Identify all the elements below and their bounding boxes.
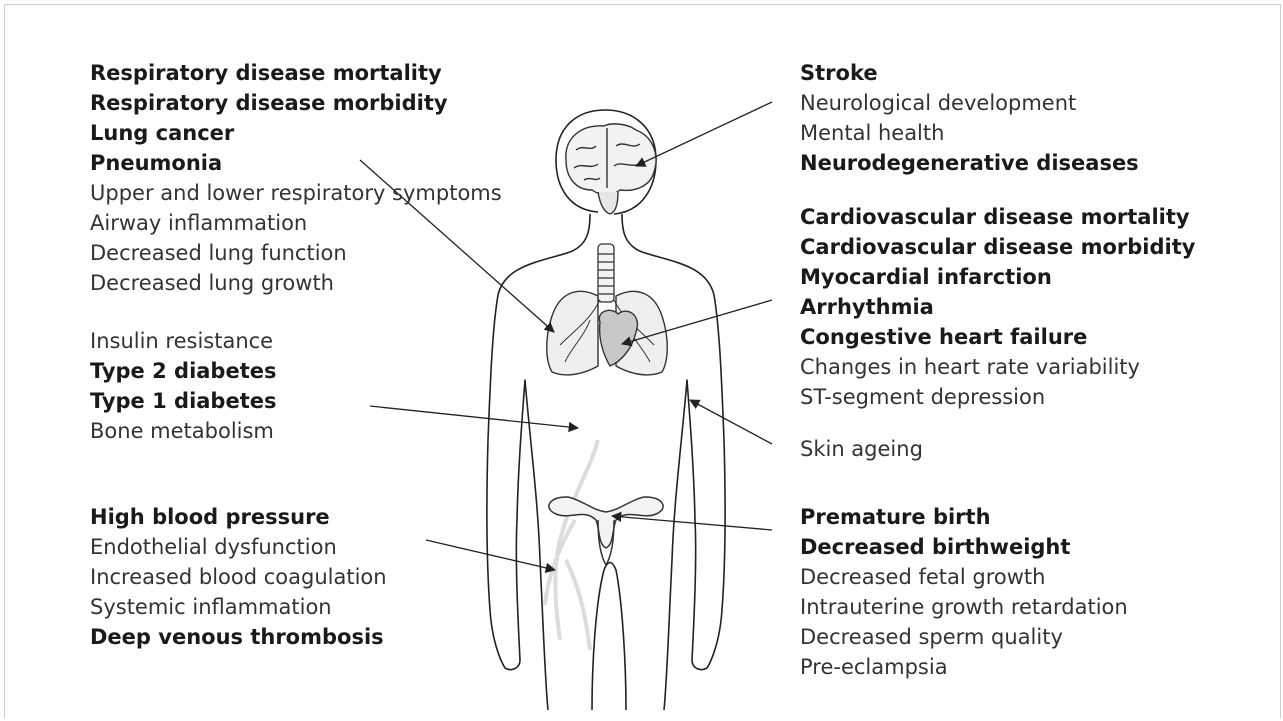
effect-label: Congestive heart failure bbox=[800, 322, 1195, 352]
effect-label: Decreased lung function bbox=[90, 238, 502, 268]
uterus-icon bbox=[549, 497, 663, 565]
effect-label: Decreased fetal growth bbox=[800, 562, 1128, 592]
arrow-vascular bbox=[426, 540, 555, 570]
effect-label: Lung cancer bbox=[90, 118, 502, 148]
effect-label: Neurological development bbox=[800, 88, 1139, 118]
skin-effects: Skin ageing bbox=[800, 434, 923, 464]
effect-label: Type 1 diabetes bbox=[90, 386, 277, 416]
effect-label: High blood pressure bbox=[90, 502, 387, 532]
effect-label: Pre-eclampsia bbox=[800, 652, 1128, 682]
effect-label: Premature birth bbox=[800, 502, 1128, 532]
effect-label: Myocardial infarction bbox=[800, 262, 1195, 292]
effect-label: Cardiovascular disease morbidity bbox=[800, 232, 1195, 262]
arrow-skin bbox=[690, 400, 772, 444]
effect-label: Upper and lower respiratory symptoms bbox=[90, 178, 502, 208]
effect-label: Decreased sperm quality bbox=[800, 622, 1128, 652]
left-body-contour bbox=[487, 214, 590, 710]
effect-label: Pneumonia bbox=[90, 148, 502, 178]
effect-label: Systemic inflammation bbox=[90, 592, 387, 622]
right-body-contour bbox=[622, 214, 725, 710]
effect-label: Respiratory disease morbidity bbox=[90, 88, 502, 118]
effect-label: Insulin resistance bbox=[90, 326, 277, 356]
effect-label: Decreased birthweight bbox=[800, 532, 1128, 562]
effect-label: Increased blood coagulation bbox=[90, 562, 387, 592]
effect-label: Decreased lung growth bbox=[90, 268, 502, 298]
effect-label: Changes in heart rate variability bbox=[800, 352, 1195, 382]
arrow-brain bbox=[636, 102, 772, 166]
arrow-reproductive bbox=[612, 516, 772, 530]
effect-label: Intrauterine growth retardation bbox=[800, 592, 1128, 622]
effect-label: Endothelial dysfunction bbox=[90, 532, 387, 562]
arrow-metabolic bbox=[370, 406, 578, 428]
effect-label: Neurodegenerative diseases bbox=[800, 148, 1139, 178]
effect-label: Mental health bbox=[800, 118, 1139, 148]
effect-label: Bone metabolism bbox=[90, 416, 277, 446]
inner-legs bbox=[592, 563, 626, 711]
effect-label: ST-segment depression bbox=[800, 382, 1195, 412]
effect-label: Stroke bbox=[800, 58, 1139, 88]
effect-label: Cardiovascular disease mortality bbox=[800, 202, 1195, 232]
effect-label: Skin ageing bbox=[800, 434, 923, 464]
effect-label: Respiratory disease mortality bbox=[90, 58, 502, 88]
effect-label: Arrhythmia bbox=[800, 292, 1195, 322]
effect-label: Airway inflammation bbox=[90, 208, 502, 238]
effect-label: Deep venous thrombosis bbox=[90, 622, 387, 652]
trachea-icon bbox=[598, 244, 614, 302]
effect-label: Type 2 diabetes bbox=[90, 356, 277, 386]
leg-vessels bbox=[545, 440, 598, 650]
